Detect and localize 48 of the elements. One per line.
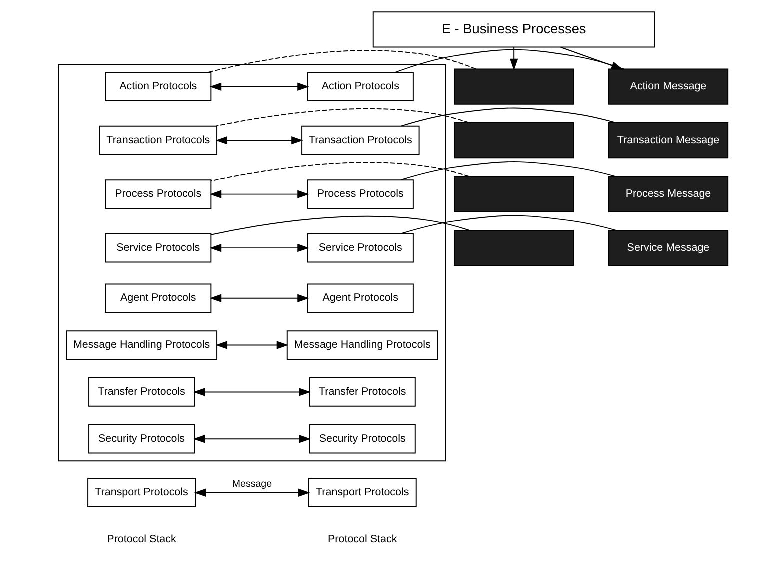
node-box: Transfer Protocols — [88, 378, 195, 407]
node-box: Action Message — [608, 68, 728, 105]
arrow — [194, 488, 310, 497]
node-box: Agent Protocols — [306, 284, 414, 314]
arrow — [192, 435, 311, 444]
node-box: Service Message — [608, 230, 728, 266]
connector — [206, 50, 476, 74]
connector — [400, 161, 616, 181]
node-box: Message Handling Protocols — [286, 330, 438, 360]
connector — [210, 162, 470, 182]
node-box — [454, 68, 574, 105]
arrow — [192, 388, 311, 396]
node-box: Agent Protocols — [104, 284, 212, 314]
arrow — [209, 294, 309, 302]
node-box: Action Protocols — [104, 72, 212, 102]
node-box: Transfer Protocols — [308, 378, 416, 407]
node-box: E - Business Processes — [372, 12, 655, 48]
node-box — [454, 122, 574, 159]
node-box: Transaction Protocols — [98, 126, 218, 156]
arrow — [209, 82, 309, 91]
node-box: Message Handling Protocols — [66, 330, 218, 360]
arrow — [209, 190, 309, 198]
node-box: Transaction Message — [608, 122, 728, 159]
node-box: Service Protocols — [104, 233, 212, 263]
node-box: Transaction Protocols — [301, 126, 420, 156]
connector — [400, 108, 616, 127]
node-box: Transport Protocols — [87, 478, 196, 508]
node-box: Service Protocols — [306, 233, 414, 263]
node-box — [454, 230, 574, 266]
node-box: Security Protocols — [88, 424, 195, 454]
node-box: Security Protocols — [308, 424, 416, 454]
arrow — [509, 47, 518, 71]
edge-label: Message — [232, 478, 272, 490]
arrow — [215, 136, 303, 145]
arrow — [209, 244, 309, 252]
node-box: Process Message — [608, 176, 728, 212]
cluster — [58, 64, 446, 462]
label: Protocol Stack — [328, 533, 397, 546]
node-box: Transport Protocols — [308, 478, 416, 508]
connector — [400, 215, 616, 234]
label: Protocol Stack — [106, 533, 176, 546]
node-box — [454, 176, 574, 212]
arrow — [215, 341, 288, 350]
node-box: Process Protocols — [104, 180, 212, 209]
node-box: Process Protocols — [306, 180, 414, 209]
connector — [210, 216, 470, 236]
connector — [215, 108, 470, 127]
node-box: Action Protocols — [306, 72, 414, 102]
